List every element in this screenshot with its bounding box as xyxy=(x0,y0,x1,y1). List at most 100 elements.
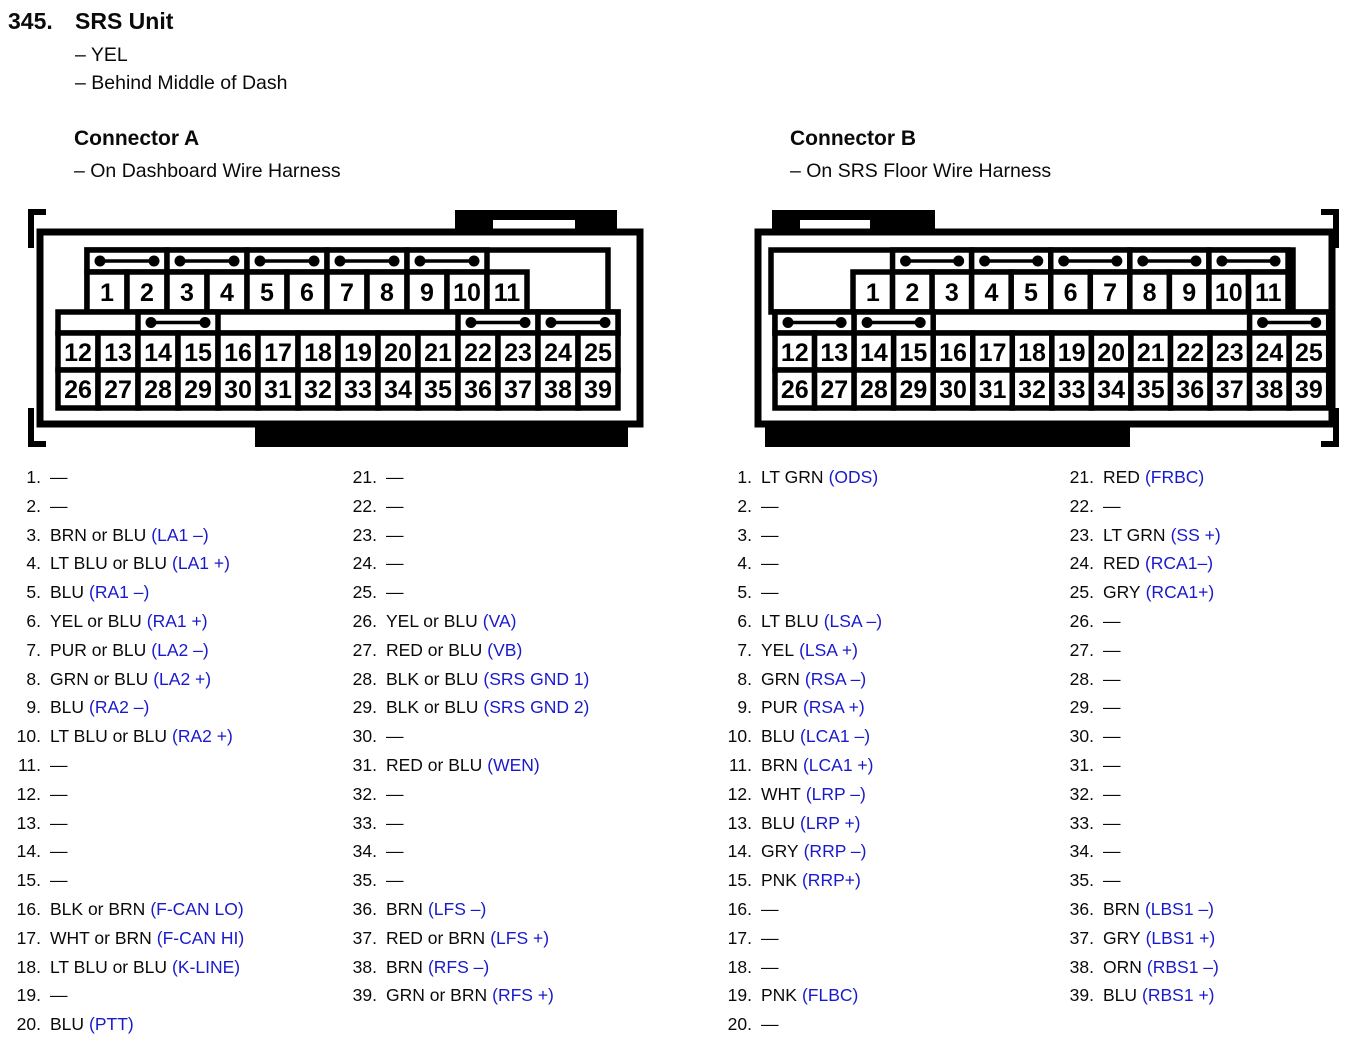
pin-wire-color: BLU xyxy=(50,1014,85,1035)
pin-wire-color: BLU xyxy=(1103,985,1138,1006)
svg-text:4: 4 xyxy=(984,279,998,307)
pin-wire-color: GRN or BRN xyxy=(386,985,488,1006)
pin-number: 18. xyxy=(727,956,752,977)
pin-entry: 28.— xyxy=(1056,669,1221,698)
pin-wire-color: — xyxy=(1103,812,1121,833)
svg-text:11: 11 xyxy=(494,279,521,307)
svg-text:21: 21 xyxy=(1137,339,1165,367)
pin-entry: 37.RED or BRN(LFS +) xyxy=(339,928,589,957)
pin-entry: 35.— xyxy=(1056,870,1221,899)
pin-entry: 27.RED or BLU(VB) xyxy=(339,640,589,669)
pin-signal: (RSA –) xyxy=(804,668,867,689)
pin-wire-color: GRN or BLU xyxy=(50,668,149,689)
pin-number: 38. xyxy=(352,956,377,977)
pin-wire-color: BLK or BLU xyxy=(386,668,479,689)
pin-wire-color: — xyxy=(761,898,779,919)
pin-number: 37. xyxy=(1069,927,1094,948)
pin-wire-color: PNK xyxy=(761,985,797,1006)
pin-number: 30. xyxy=(352,726,377,747)
pin-entry: 35.— xyxy=(339,870,589,899)
pin-number: 11. xyxy=(17,754,41,775)
pin-entry: 3.BRN or BLU(LA1 –) xyxy=(3,525,244,554)
pin-entry: 1.— xyxy=(3,467,244,496)
svg-text:20: 20 xyxy=(1097,339,1125,367)
pin-number: 16. xyxy=(16,898,41,919)
svg-text:3: 3 xyxy=(180,279,194,307)
pin-wire-color: BRN xyxy=(386,898,423,919)
pin-number: 1. xyxy=(737,467,752,487)
svg-text:15: 15 xyxy=(184,339,212,367)
connector-a-title: Connector A xyxy=(74,127,200,150)
pin-number: 12. xyxy=(16,783,41,804)
pin-entry: 24.— xyxy=(339,553,589,582)
pin-wire-color: — xyxy=(386,841,404,862)
svg-text:18: 18 xyxy=(304,339,332,367)
pin-entry: 12.WHT(LRP –) xyxy=(714,784,882,813)
pin-entry: 24.RED(RCA1–) xyxy=(1056,553,1221,582)
pin-number: 30. xyxy=(1069,726,1094,747)
pin-wire-color: LT GRN xyxy=(1103,524,1166,545)
svg-text:28: 28 xyxy=(144,376,172,404)
pin-wire-color: ORN xyxy=(1103,956,1142,977)
pin-number: 39. xyxy=(352,985,377,1006)
pin-wire-color: — xyxy=(386,726,404,747)
pin-number: 36. xyxy=(352,898,377,919)
pin-entry: 30. — xyxy=(339,726,589,755)
pin-signal: (LA2 +) xyxy=(153,668,212,689)
pin-entry: 6.LT BLU(LSA –) xyxy=(714,611,882,640)
svg-text:18: 18 xyxy=(1018,339,1046,367)
pin-entry: 13.— xyxy=(3,813,244,842)
pin-wire-color: GRY xyxy=(1103,582,1141,603)
pin-entry: 4.— xyxy=(714,553,882,582)
pin-number: 33. xyxy=(1069,812,1094,833)
svg-text:4: 4 xyxy=(220,279,234,307)
pin-signal: (K-LINE) xyxy=(172,956,241,977)
pin-number: 19. xyxy=(16,985,41,1006)
pin-signal: (LCA1 –) xyxy=(800,726,871,747)
pin-entry: 29.— xyxy=(1056,697,1221,726)
pin-signal: (SRS GND 2) xyxy=(483,697,590,718)
pin-entry: 1.LT GRN(ODS) xyxy=(714,467,882,496)
pin-number: 4. xyxy=(26,553,41,574)
pin-signal: (RRP –) xyxy=(803,841,867,862)
svg-text:16: 16 xyxy=(939,339,967,367)
connector-b-subtitle: – On SRS Floor Wire Harness xyxy=(790,160,1052,182)
pin-number: 18. xyxy=(16,956,41,977)
pin-wire-color: — xyxy=(761,927,779,948)
pin-signal: (RRP+) xyxy=(801,870,861,891)
pin-number: 8. xyxy=(26,668,41,689)
pin-wire-color: WHT xyxy=(761,783,801,804)
pin-entry: 39.GRN or BRN(RFS +) xyxy=(339,985,589,1014)
pin-number: 34. xyxy=(1069,841,1094,862)
pin-entry: 13.BLU(LRP +) xyxy=(714,813,882,842)
svg-text:22: 22 xyxy=(464,339,492,367)
pin-entry: 22.— xyxy=(339,496,589,525)
pin-number: 16. xyxy=(727,898,752,919)
pin-signal: (F-CAN HI) xyxy=(156,927,245,948)
svg-text:39: 39 xyxy=(1295,376,1323,404)
pin-wire-color: LT GRN xyxy=(761,467,824,487)
pin-number: 2. xyxy=(737,495,752,516)
pin-signal: (VB) xyxy=(487,639,523,660)
connector-a-subtitle: – On Dashboard Wire Harness xyxy=(74,160,341,182)
pin-entry: 21.RED(FRBC) xyxy=(1056,467,1221,496)
svg-text:12: 12 xyxy=(64,339,92,367)
svg-text:28: 28 xyxy=(860,376,888,404)
pin-signal: (LSA –) xyxy=(823,610,883,631)
connector-b-title: Connector B xyxy=(790,127,916,150)
pin-number: 20. xyxy=(16,1014,41,1035)
pin-wire-color: — xyxy=(50,783,68,804)
pin-entry: 22.— xyxy=(1056,496,1221,525)
pin-wire-color: — xyxy=(50,812,68,833)
svg-text:29: 29 xyxy=(184,376,212,404)
pin-wire-color: RED or BLU xyxy=(386,754,483,775)
pin-wire-color: — xyxy=(1103,726,1121,747)
section-number: 345. xyxy=(8,8,53,34)
pin-wire-color: — xyxy=(50,841,68,862)
pin-entry: 29.BLK or BLU(SRS GND 2) xyxy=(339,697,590,726)
pin-signal: (RFS –) xyxy=(427,956,490,977)
page-title: SRS Unit xyxy=(75,8,174,34)
pin-entry: 6.YEL or BLU(RA1 +) xyxy=(3,611,244,640)
